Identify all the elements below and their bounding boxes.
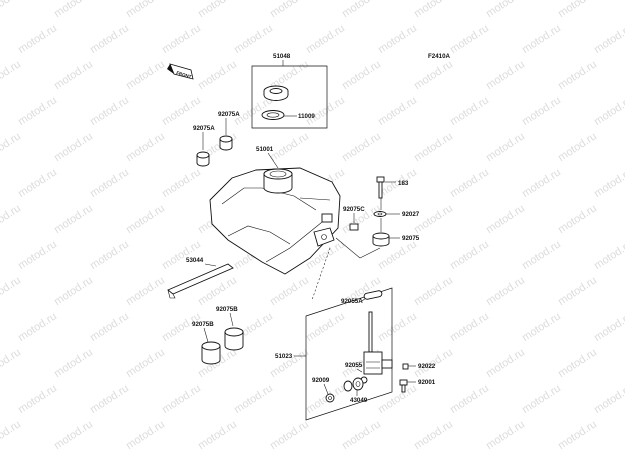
label-183: 183 xyxy=(398,180,409,187)
fuel-cock-assembly: 51023 92055A 92055 92009 43049 92022 920… xyxy=(275,287,436,421)
mount-hardware: 183 92075C 92027 92075 xyxy=(335,176,420,259)
label-92055: 92055 xyxy=(345,362,363,369)
rubber-bushes-92075B: 92075B 92075B xyxy=(192,306,244,365)
pad-strip-53044: 53044 xyxy=(167,257,234,299)
label-92001: 92001 xyxy=(418,379,436,386)
front-tag: FRONT xyxy=(176,70,193,79)
label-11009: 11009 xyxy=(298,113,315,120)
label-92075: 92075 xyxy=(402,235,420,242)
label-92075B-2: 92075B xyxy=(192,321,214,328)
label-92055A: 92055A xyxy=(341,298,363,305)
label-53044: 53044 xyxy=(186,257,204,264)
label-51001: 51001 xyxy=(256,146,274,153)
rubber-bushes-92075A: 92075A 92075A xyxy=(193,111,240,167)
label-92027: 92027 xyxy=(402,211,420,218)
fuel-cap-assembly: 51048 11009 xyxy=(251,53,328,129)
label-92075B-1: 92075B xyxy=(216,306,238,313)
front-arrow-icon: FRONT xyxy=(167,63,194,80)
label-92075C: 92075C xyxy=(343,206,365,213)
label-92075A-2: 92075A xyxy=(193,125,215,132)
label-92075A-1: 92075A xyxy=(218,111,240,118)
label-92022: 92022 xyxy=(418,363,436,370)
label-51023: 51023 xyxy=(275,353,293,360)
label-92009: 92009 xyxy=(312,377,330,384)
label-43049: 43049 xyxy=(350,397,368,404)
label-51048: 51048 xyxy=(273,53,291,60)
fuel-tank: 51001 xyxy=(209,146,341,275)
ref-code: F2410A xyxy=(428,53,451,60)
